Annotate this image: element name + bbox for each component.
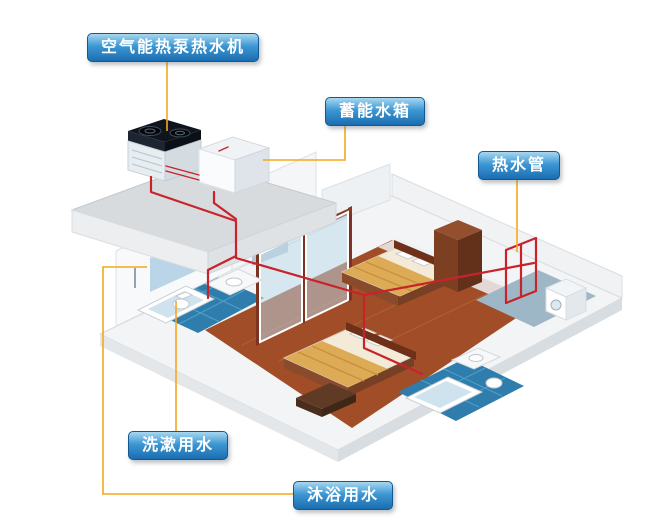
heat-pump-unit [127, 119, 202, 182]
toilet-right [485, 377, 503, 389]
callout-heat-pump: 空气能热泵热水机 [87, 33, 260, 62]
leader-bathing-water [102, 266, 293, 495]
storage-tank-unit [197, 136, 271, 194]
callout-bathing-water: 沐浴用水 [293, 481, 394, 510]
hot-water-manifold [504, 236, 538, 305]
washing-machine [544, 278, 588, 321]
hot-water-pipes [149, 146, 538, 376]
fan-grilles-icon [138, 126, 191, 138]
bench [296, 383, 356, 417]
leader-storage-tank [263, 124, 346, 161]
washbasin-left [204, 268, 264, 296]
washbasin-right [450, 347, 502, 370]
leader-lines [102, 61, 518, 495]
callout-hot-water-pipe: 热水管 [478, 151, 561, 180]
bathtub-right [404, 376, 484, 414]
callout-washing-water: 洗漱用水 [128, 431, 229, 460]
toilet-left [172, 291, 194, 310]
callout-storage-tank: 蓄能水箱 [325, 97, 426, 126]
